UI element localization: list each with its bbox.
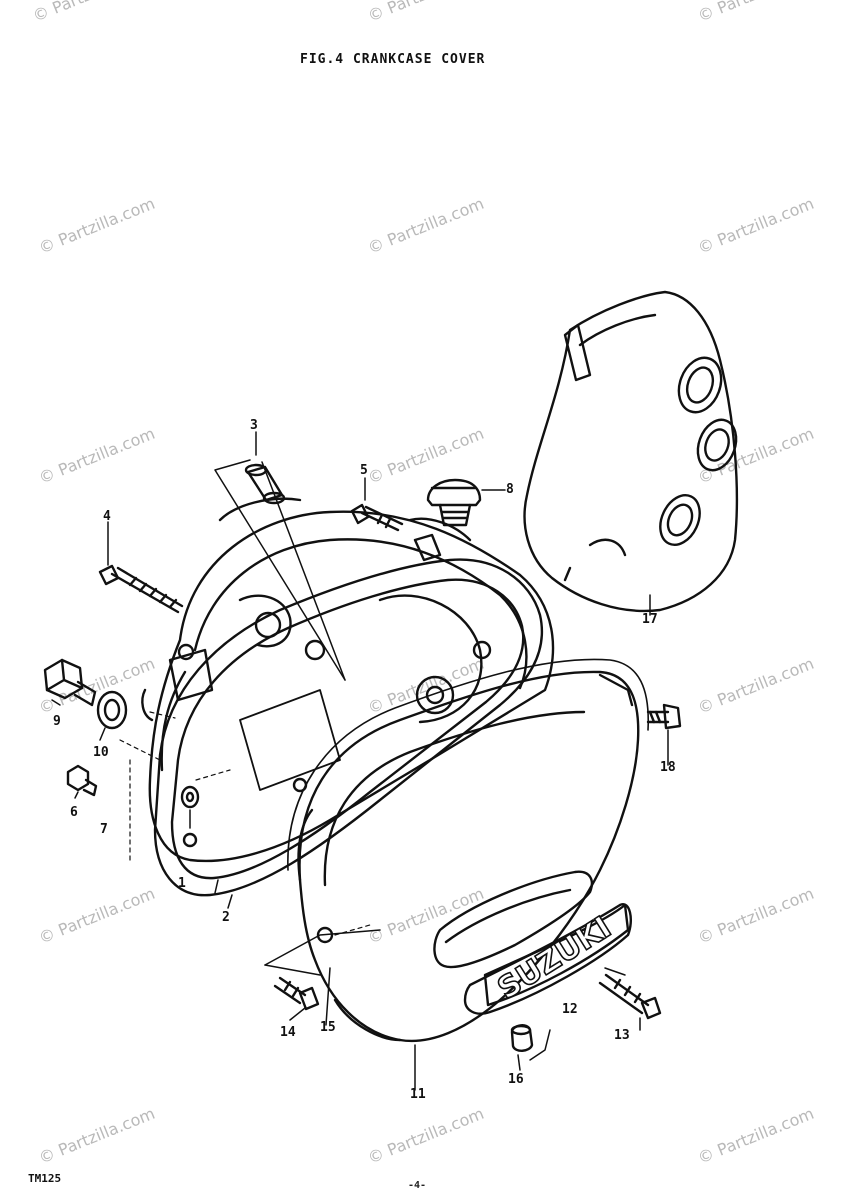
- callout-15: 15: [320, 1020, 336, 1035]
- page-number: -4-: [408, 1180, 427, 1191]
- cover-screw-left: [273, 976, 320, 1011]
- emblem-plate: [483, 903, 630, 1007]
- drain-plug-washer: [96, 690, 128, 730]
- callout-10: 10: [93, 745, 109, 760]
- callout-13: 13: [614, 1028, 630, 1043]
- cover-dowel: [510, 1024, 534, 1052]
- callout-2: 2: [222, 910, 230, 925]
- callout-6: 6: [70, 805, 78, 820]
- outer-cover-gasket: [287, 658, 650, 871]
- callout-7: 7: [100, 822, 108, 837]
- bolt: [66, 764, 98, 797]
- callout-3: 3: [250, 418, 258, 433]
- callout-4: 4: [103, 509, 111, 524]
- sprocket-cover: [523, 290, 739, 613]
- crankcase-cover-gasket: [153, 558, 544, 897]
- alignment-lines: [119, 711, 371, 936]
- callout-18: 18: [660, 760, 676, 775]
- short-screw: [350, 503, 404, 532]
- callout-5: 5: [360, 463, 368, 478]
- callout-8: 8: [506, 482, 514, 497]
- crankcase-cover-housing: [141, 497, 555, 863]
- oil-filler-cap: [426, 478, 482, 527]
- callout-16: 16: [508, 1072, 524, 1087]
- callout-14: 14: [280, 1025, 296, 1040]
- callout-12: 12: [562, 1002, 578, 1017]
- callout-1: 1: [178, 876, 186, 891]
- callout-11: 11: [410, 1087, 426, 1102]
- sprocket-cover-screw: [646, 703, 682, 730]
- small-washer: [180, 785, 200, 809]
- long-screw: [98, 564, 184, 614]
- figure-title: FIG.4 CRANKCASE COVER: [300, 52, 486, 67]
- callout-17: 17: [642, 612, 658, 627]
- callout-9: 9: [53, 714, 61, 729]
- cover-screw-right: [598, 973, 662, 1020]
- leader-lines: [51, 431, 669, 1091]
- model-code: TM125: [28, 1172, 62, 1185]
- outer-cover: [297, 670, 640, 1043]
- drain-plug: [43, 658, 97, 707]
